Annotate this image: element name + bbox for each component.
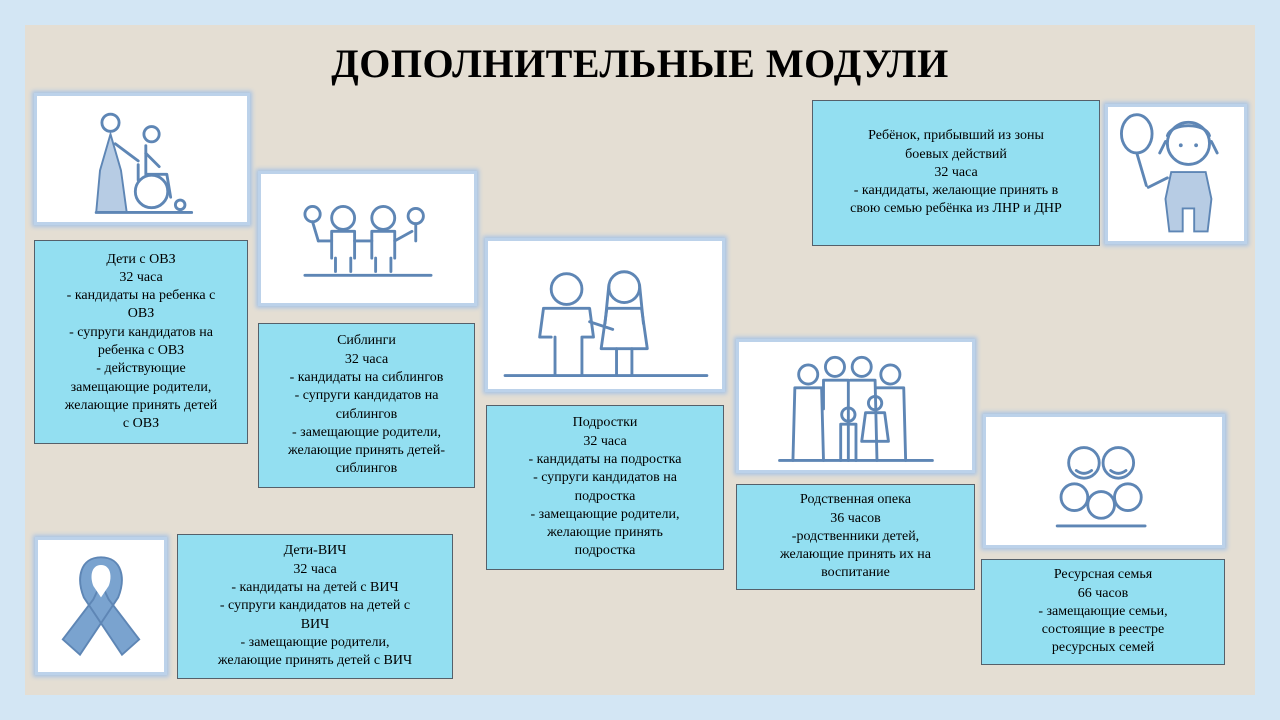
module-title: Ресурсная семья xyxy=(1053,567,1153,583)
module-line: - супруги кандидатов на xyxy=(533,470,677,486)
module-hours: 32 часа xyxy=(293,561,337,577)
module-line: - замещающие родители, xyxy=(530,506,680,522)
module-title-line2: боевых действий xyxy=(905,146,1007,162)
module-title: Дети-ВИЧ xyxy=(283,543,347,559)
module-line: ОВЗ xyxy=(127,306,155,322)
image-war-zone-child xyxy=(1105,104,1247,244)
module-line: подростка xyxy=(574,543,636,559)
module-line: желающие принять xyxy=(547,525,663,541)
teenagers-icon xyxy=(503,270,709,377)
image-teens xyxy=(485,238,725,392)
module-line: с ОВЗ xyxy=(122,416,160,432)
group-of-people-icon xyxy=(1055,446,1147,528)
module-line: ребенка с ОВЗ xyxy=(97,343,185,358)
module-line: свою семью ребёнка из ЛНР и ДНР xyxy=(850,201,1062,217)
module-line: воспитание xyxy=(821,565,890,581)
module-line: состоящие в реестре xyxy=(1041,622,1165,638)
module-line: ВИЧ xyxy=(300,616,330,632)
child-with-balloon-icon xyxy=(1120,113,1219,233)
page-title: ДОПОЛНИТЕЛЬНЫЕ МОДУЛИ xyxy=(331,41,949,86)
module-hours: 32 часа xyxy=(119,269,163,285)
module-hours: 36 часов xyxy=(830,510,881,526)
module-line: подростка xyxy=(574,488,636,504)
image-siblings xyxy=(258,171,477,306)
module-line: - кандидаты на ребенка с xyxy=(66,288,216,304)
module-line: - супруги кандидатов на xyxy=(69,324,213,340)
module-kinship: Родственная опека 36 часов -родственники… xyxy=(736,484,975,590)
module-line: - кандидаты, желающие принять в xyxy=(853,183,1059,199)
module-title: Родственная опека xyxy=(800,492,911,508)
module-hours: 32 часа xyxy=(344,351,389,367)
module-line: замещающие родители, xyxy=(70,379,212,395)
module-line: - супруги кандидатов на детей с xyxy=(219,598,411,614)
image-kinship xyxy=(736,339,975,473)
module-hours: 32 часа xyxy=(934,164,978,180)
module-title: Ребёнок, прибывший из зоны xyxy=(868,128,1044,144)
awareness-ribbon-icon xyxy=(61,556,141,657)
module-line: - замещающие семьи, xyxy=(1038,603,1168,619)
module-line: желающие принять детей с ВИЧ xyxy=(217,653,413,669)
module-hiv: Дети-ВИЧ 32 часа - кандидаты на детей с … xyxy=(177,534,453,679)
module-hours: 66 часов xyxy=(1077,585,1129,601)
extended-family-icon xyxy=(778,355,934,462)
module-line: - супруги кандидатов на xyxy=(294,388,439,404)
image-ovz xyxy=(34,93,250,225)
module-line: - кандидаты на сиблингов xyxy=(289,369,444,385)
module-line: - действующие xyxy=(96,361,186,377)
two-children-icon xyxy=(303,205,433,277)
module-war-zone-child: Ребёнок, прибывший из зоны боевых действ… xyxy=(812,100,1100,246)
module-line: желающие принять детей xyxy=(64,397,218,413)
image-hiv xyxy=(35,537,167,675)
module-line: желающие принять их на xyxy=(780,547,931,563)
module-line: - замещающие родители, xyxy=(240,634,390,650)
module-line: желающие принять детей- xyxy=(287,443,446,459)
module-line: - кандидаты на детей с ВИЧ xyxy=(231,580,399,596)
module-line: -родственники детей, xyxy=(791,528,920,544)
module-title: Сиблинги xyxy=(337,333,396,349)
module-line: - кандидаты на подростка xyxy=(528,451,682,467)
module-hours: 32 часа xyxy=(583,433,627,449)
module-title: Дети с ОВЗ xyxy=(106,251,176,267)
module-line: сиблингов xyxy=(335,406,398,422)
module-teens: Подростки 32 часа - кандидаты на подрост… xyxy=(486,405,724,570)
wheelchair-caregiver-icon xyxy=(94,112,194,214)
module-title: Подростки xyxy=(572,415,638,431)
module-siblings: Сиблинги 32 часа - кандидаты на сиблинго… xyxy=(258,323,475,488)
module-resource-family: Ресурсная семья 66 часов - замещающие се… xyxy=(981,559,1225,665)
image-resource-family xyxy=(983,414,1225,548)
module-line: ресурсных семей xyxy=(1051,640,1155,656)
module-ovz: Дети с ОВЗ 32 часа - кандидаты на ребенк… xyxy=(34,240,248,444)
module-line: сиблингов xyxy=(335,461,398,477)
module-line: - замещающие родители, xyxy=(292,424,441,440)
